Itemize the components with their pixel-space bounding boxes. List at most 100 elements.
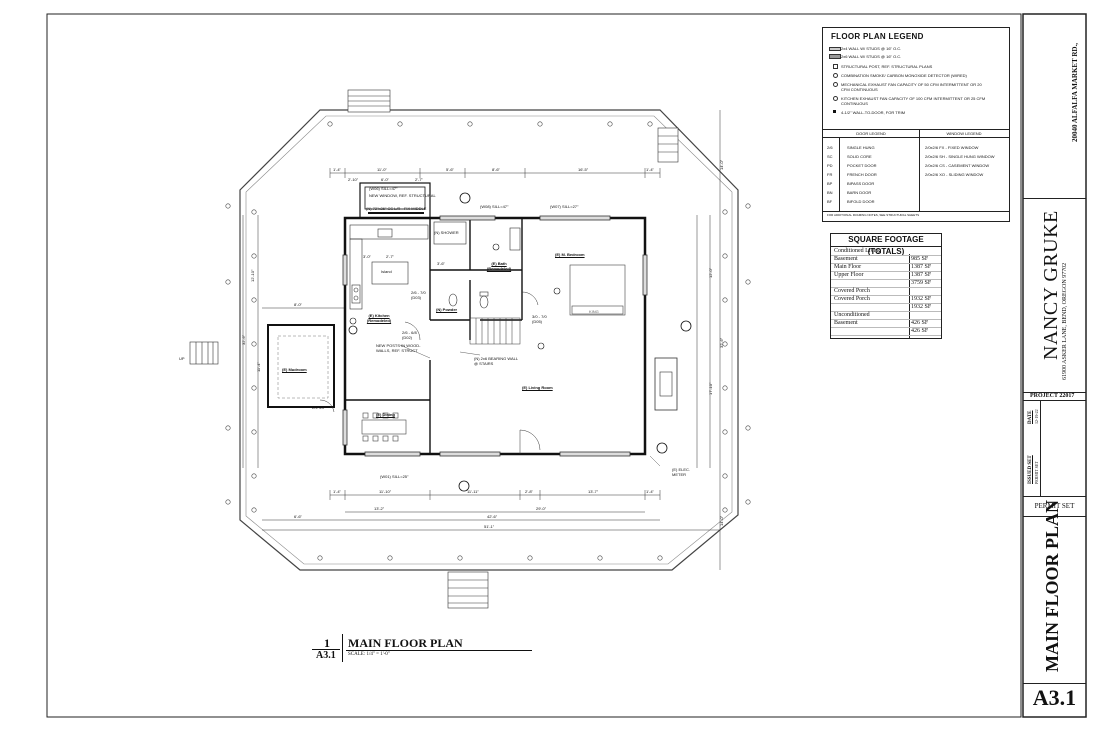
legend-item-2x6: 2x6 WALL W/ STUDS @ 16" O.C. <box>829 54 901 59</box>
label-door-d03: 2/6 - 7/0 (D03) <box>411 290 426 300</box>
sf-row: Main Floor 1387 SF <box>831 263 941 272</box>
dim-right2: 12'-0" <box>708 267 713 278</box>
window-legend-header: WINDOW LEGEND <box>946 131 982 136</box>
door-desc: BIPASS DOOR <box>847 181 875 186</box>
sf-row: Unconditioned <box>831 311 941 320</box>
door-legend-header: DOOR LEGEND <box>856 131 886 136</box>
dim-top7: 2'-10" <box>348 177 359 182</box>
square-footage-title: SQUARE FOOTAGE (TOTALS) <box>848 235 924 256</box>
window-item: 2/0x2/6 SH - SINGLE HUNG WINDOW <box>925 154 995 159</box>
door-code: PD <box>827 163 833 168</box>
dim-shower: 3'-6" <box>437 261 445 266</box>
room-bath: (E) Bath (Remodeled) <box>486 261 512 271</box>
legend-item-kitchen-exhaust: KITCHEN EXHAUST FAN CAPACITY OF 100 CFM … <box>833 96 991 106</box>
label-up: UP <box>179 356 185 361</box>
sf-row: 426 SF <box>831 327 941 336</box>
sheet-number: A3.1 <box>1032 685 1077 710</box>
sf-label: Basement <box>834 320 858 326</box>
legend-item-post: STRUCTURAL POST, REF. STRUCTURAL PLANS <box>833 64 932 69</box>
sf-row: Basement 426 SF <box>831 319 941 328</box>
sf-label: Unconditioned <box>834 312 870 318</box>
dim-top9: 2'-7" <box>415 177 423 182</box>
sf-value: 985 SF <box>911 256 929 262</box>
room-mudroom: (E) Mudroom <box>282 367 307 372</box>
deck-outline <box>239 109 739 571</box>
door-desc: SOLID CORE <box>847 154 872 159</box>
door-desc: FRENCH DOOR <box>847 172 877 177</box>
sf-row: 3759 SF <box>831 279 941 288</box>
dim-left1: 12'-10" <box>250 269 255 282</box>
dim-right5: 14'-0" <box>719 515 724 526</box>
window-item: 2/0x2/6 XO - SLIDING WINDOW <box>925 172 984 177</box>
dim-bot7: 13'-2" <box>374 506 385 511</box>
sf-label: Main Floor <box>834 264 862 270</box>
door-desc: BARN DOOR <box>847 190 872 195</box>
door-desc: SINGLE HUNG <box>847 145 875 150</box>
legend-footnote: FOR ADDITIONAL FRAMING NOTES, SEE STRUCT… <box>827 213 920 217</box>
dim-bot8: 29'-0" <box>536 506 547 511</box>
dim-right4: 17'-10" <box>708 382 713 395</box>
label-bed: KING <box>589 309 599 314</box>
door-desc: POCKET DOOR <box>847 163 877 168</box>
door-code: 2/6 <box>827 145 833 150</box>
window-item: 2/0x2/6 FX - FIXED WINDOW <box>925 145 979 150</box>
date-value: 12-19-22 <box>1034 409 1039 424</box>
room-kitchen: (E) Kitchen (Remodeled) <box>366 313 392 323</box>
sf-value: 3759 SF <box>911 280 932 286</box>
legend-item-exhaust: MECHANICAL EXHAUST FAN CAPACITY OF 50 CF… <box>833 82 991 92</box>
room-bedroom: (E) M. Bedroom <box>555 252 585 257</box>
legend-item-2x4: 2x4 WALL W/ STUDS @ 16" O.C. <box>829 46 901 51</box>
sf-value: 1387 SF <box>911 264 932 270</box>
dim-bot5: 13'-7" <box>588 489 599 494</box>
room-living: (E) Living Room <box>522 385 553 390</box>
dim-left4: 8'-0" <box>294 302 302 307</box>
dim-bot10: 42'-6" <box>487 514 498 519</box>
dim-left2: 32'-6" <box>241 334 246 345</box>
dim-mud-door: 2/4 SC <box>312 405 325 410</box>
drawing-scale: SCALE: 1/4" = 1'-0" <box>348 652 390 657</box>
sf-value: 426 SF <box>911 328 929 334</box>
sf-row: Covered Porch <box>831 287 941 296</box>
label-new-posts: NEW POSTS IN WOOD-WALLS, REF. STRUCT <box>376 343 421 353</box>
door-code: FR <box>827 172 833 177</box>
sf-row: Conditioned Living <box>831 247 941 256</box>
date-label: DATE <box>1028 410 1033 424</box>
dim-top2: 11'-0" <box>377 167 387 172</box>
label-window-top2: (N) 72"x36" CS L/R - FIX MIDDLE <box>366 206 427 211</box>
label-new-window: NEW WINDOW, REF. STRUCTURAL <box>369 193 436 198</box>
drawing-title-block: 1 A3.1 MAIN FLOOR PLAN SCALE: 1/4" = 1'-… <box>312 634 532 664</box>
drawing-number: 1 <box>324 636 330 650</box>
dim-sill-top: (W08) SILL=47" <box>480 204 509 209</box>
sf-value: 1932 SF <box>911 296 932 302</box>
drawing-title: MAIN FLOOR PLAN <box>348 636 463 650</box>
sheet-title: MAIN FLOOR PLAN <box>1042 500 1062 672</box>
sf-row: 1932 SF <box>831 303 941 312</box>
room-powder: (N) Powder <box>436 307 458 312</box>
room-dining: (E) Dining <box>376 412 395 417</box>
dim-kitchen1: 3'-0" <box>363 254 371 259</box>
dim-bot11: 51'-1" <box>484 524 495 529</box>
issued-value: PERMIT SET <box>1034 461 1039 484</box>
door-code: BN <box>827 190 833 195</box>
label-elec-meter: (E) ELEC. METER <box>672 467 691 477</box>
label-window-top: (W06) SILL=47" <box>369 186 398 191</box>
dim-bot9: 6'-6" <box>294 514 302 519</box>
client-name: NANCY GRUKE <box>1040 210 1062 360</box>
dim-kitchen2: 2'-7" <box>386 254 394 259</box>
bottom-stair <box>447 571 489 609</box>
dim-top3: 5'-6" <box>446 167 454 172</box>
dim-bot1: 1'-4" <box>333 489 341 494</box>
status-label: PERMIT SET <box>1034 502 1075 510</box>
dim-top6: 1'-4" <box>646 167 654 172</box>
sf-label: Covered Porch <box>834 288 870 294</box>
dim-top8: 6'-0" <box>381 177 389 182</box>
dim-top5: 16'-5" <box>578 167 589 172</box>
door-desc: BIFOLD DOOR <box>847 199 875 204</box>
dim-top1: 1'-4" <box>333 167 341 172</box>
dim-sill-top2: (W07) SILL=27" <box>550 204 579 209</box>
sf-value: 426 SF <box>911 320 929 326</box>
